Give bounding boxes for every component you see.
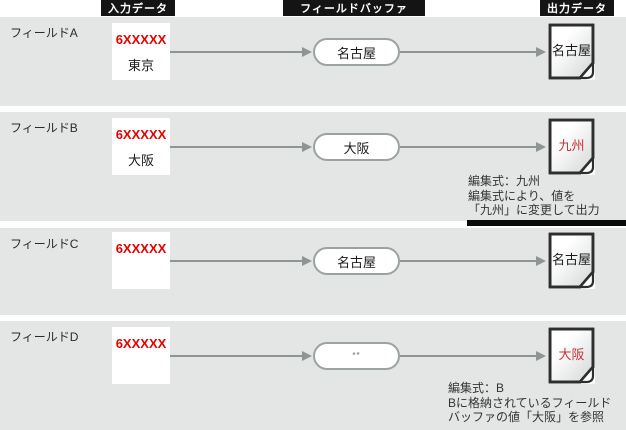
buffer-value-b: 大阪 xyxy=(343,140,370,156)
row-band-b xyxy=(0,112,626,221)
input-code-a: 6XXXXX xyxy=(115,32,167,47)
input-code-d: 6XXXXX xyxy=(115,336,167,351)
arrow-right-icon xyxy=(536,47,546,57)
annotation-line: 編集式：九州 xyxy=(468,174,541,188)
buffer-value-d: “” xyxy=(352,351,361,361)
header-input-data: 入力データ xyxy=(101,0,175,16)
field-label-c: フィールドC xyxy=(10,237,79,251)
arrow-right-icon xyxy=(536,351,546,361)
output-value-d: 大阪 xyxy=(558,347,585,362)
annotation-underline-bar xyxy=(467,220,626,226)
buffer-value-a: 名古屋 xyxy=(336,45,376,61)
field-label-b: フィールドB xyxy=(10,121,78,135)
buffer-value-c: 名古屋 xyxy=(336,254,376,270)
input-box-d: 6XXXXX xyxy=(112,327,170,384)
input-box-b: 6XXXXX 大阪 xyxy=(112,118,170,175)
flow-line xyxy=(400,355,536,357)
output-value-c: 名古屋 xyxy=(551,252,591,267)
buffer-pill-a: 名古屋 xyxy=(313,38,400,66)
document-icon: 大阪 xyxy=(548,327,595,384)
input-code-b: 6XXXXX xyxy=(115,127,167,142)
arrow-right-icon xyxy=(302,47,312,57)
arrow-right-icon xyxy=(302,351,312,361)
flow-line xyxy=(170,260,304,262)
row-band-d xyxy=(0,321,626,430)
output-value-a: 名古屋 xyxy=(551,43,591,58)
document-icon: 九州 xyxy=(548,118,595,175)
annotation-line: 「九州」に変更して出力 xyxy=(468,203,600,217)
arrow-right-icon xyxy=(302,256,312,266)
arrow-right-icon xyxy=(302,142,312,152)
flow-line xyxy=(400,146,536,148)
field-label-a: フィールドA xyxy=(10,26,78,40)
flow-line xyxy=(170,355,304,357)
buffer-pill-c: 名古屋 xyxy=(313,247,400,275)
flow-line xyxy=(400,51,536,53)
document-icon: 名古屋 xyxy=(548,23,595,80)
annotation-line: バッファの値「大阪」を参照 xyxy=(448,410,605,424)
annotation-d: 編集式：B Bに格納されているフィールド バッファの値「大阪」を参照 xyxy=(448,381,611,425)
input-box-a: 6XXXXX 東京 xyxy=(112,23,170,80)
document-icon: 名古屋 xyxy=(548,232,595,289)
input-value-b: 大阪 xyxy=(127,153,154,168)
annotation-line: 編集式：B xyxy=(448,381,505,395)
buffer-pill-b: 大阪 xyxy=(313,133,400,161)
flow-line xyxy=(170,51,304,53)
header-output-data: 出力データ xyxy=(540,0,614,16)
arrow-right-icon xyxy=(536,142,546,152)
flow-line xyxy=(400,260,536,262)
field-label-d: フィールドD xyxy=(10,330,79,344)
arrow-right-icon xyxy=(536,256,546,266)
row-band-c xyxy=(0,228,626,315)
flow-line xyxy=(170,146,304,148)
row-band-a xyxy=(0,17,626,106)
annotation-b: 編集式：九州 編集式により、値を 「九州」に変更して出力 xyxy=(468,174,600,218)
annotation-line: Bに格納されているフィールド xyxy=(448,395,612,410)
output-value-b: 九州 xyxy=(558,138,585,153)
annotation-line: 編集式により、値を xyxy=(468,188,576,203)
buffer-pill-d: “” xyxy=(313,342,400,370)
input-code-c: 6XXXXX xyxy=(115,241,167,256)
header-field-buffer: フィールドバッファ xyxy=(283,0,425,16)
input-box-c: 6XXXXX xyxy=(112,232,170,289)
input-value-a: 東京 xyxy=(127,58,154,73)
